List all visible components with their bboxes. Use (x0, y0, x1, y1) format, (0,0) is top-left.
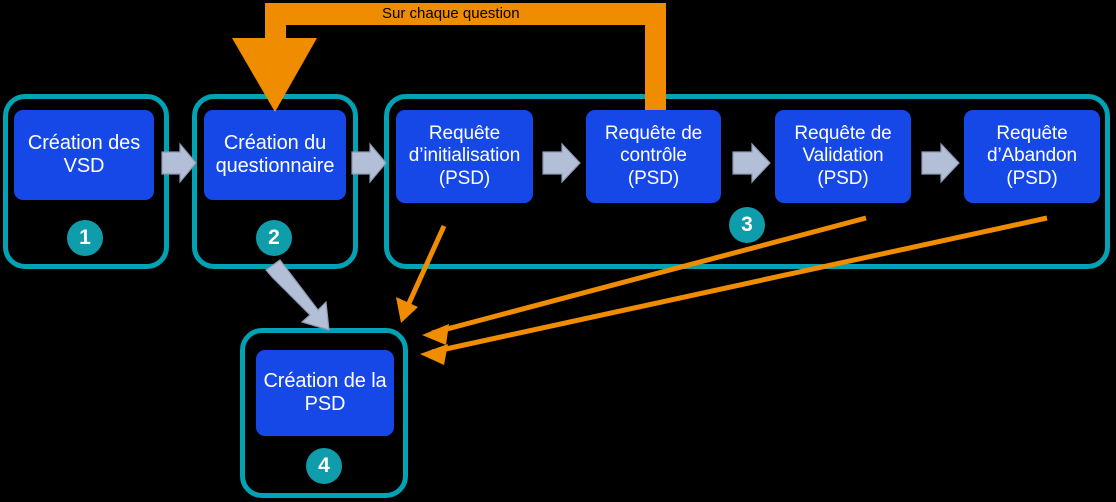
group-badge-4: 4 (306, 448, 342, 484)
step-box-requete-validation[interactable]: Requête de Validation (PSD) (775, 110, 911, 203)
step-box-requete-initialisation[interactable]: Requête d’initialisation (PSD) (396, 110, 533, 203)
loop-arrow-left-stem (265, 3, 286, 48)
step-box-creation-questionnaire-text: Création du questionnaire (215, 131, 335, 177)
flow-arrow-questionnaire-to-psd-icon (265, 259, 330, 331)
step-box-requete-initialisation-text: Requête d’initialisation (PSD) (408, 123, 521, 189)
step-box-requete-controle-text: Requête de contrôle (PSD) (604, 123, 703, 189)
step-box-requete-abandon[interactable]: Requête d’Abandon (PSD) (964, 110, 1100, 203)
loop-arrow-right-stem (645, 3, 666, 115)
group-badge-2-text: 2 (268, 226, 280, 249)
step-box-creation-psd[interactable]: Création de la PSD (256, 350, 394, 436)
group-badge-1-text: 1 (79, 226, 91, 249)
step-box-requete-validation-text: Requête de Validation (PSD) (794, 123, 892, 189)
step-box-creation-vsd[interactable]: Création des VSD (14, 110, 154, 200)
step-box-requete-controle[interactable]: Requête de contrôle (PSD) (586, 110, 721, 203)
loop-arrow-validation-to-psd-head-icon (422, 324, 449, 345)
group-badge-4-text: 4 (318, 454, 330, 477)
group-badge-1: 1 (67, 220, 103, 256)
loop-arrow-abandon-to-psd-head-icon (420, 344, 448, 365)
step-box-requete-abandon-text: Requête d’Abandon (PSD) (987, 123, 1077, 189)
loop-arrow-init-to-psd-head-icon (396, 297, 418, 323)
group-badge-3-text: 3 (741, 213, 753, 236)
group-badge-3: 3 (729, 207, 765, 243)
loop-arrow-top-bar (265, 3, 665, 25)
step-box-creation-vsd-text: Création des VSD (27, 131, 141, 177)
step-box-creation-questionnaire[interactable]: Création du questionnaire (204, 110, 346, 200)
step-box-creation-psd-text: Création de la PSD (263, 369, 387, 415)
group-badge-2: 2 (256, 220, 292, 256)
loop-arrow-label: Sur chaque question (382, 5, 520, 22)
